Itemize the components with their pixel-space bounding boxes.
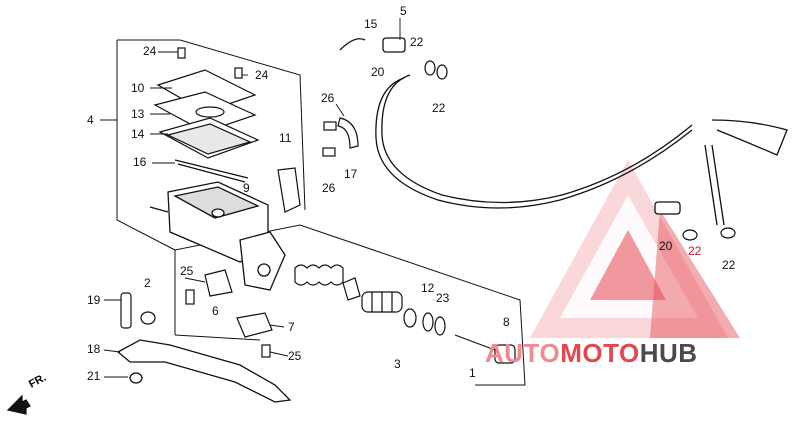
sealing-washers: [424, 60, 736, 241]
pivot-bolt: [120, 292, 156, 329]
watermark-logo: [530, 160, 740, 338]
brake-hose: [339, 37, 788, 226]
callout-22-b: 22: [432, 101, 446, 115]
callout-26-b: 26: [322, 181, 336, 195]
callout-17: 17: [344, 167, 358, 181]
switch-parts: [185, 269, 273, 358]
brake-lever: [116, 339, 292, 403]
callout-23: 23: [436, 291, 450, 305]
callout-5: 5: [400, 4, 407, 18]
callout-19: 19: [87, 293, 101, 307]
bracket-parts: [277, 117, 359, 213]
callout-3: 3: [394, 357, 401, 371]
callout-14: 14: [131, 127, 145, 141]
callout-18: 18: [87, 342, 101, 356]
callout-21: 21: [87, 369, 101, 383]
callout-1: 1: [469, 366, 476, 380]
callout-24-a: 24: [143, 44, 157, 58]
callout-15: 15: [364, 17, 378, 31]
callout-6: 6: [212, 304, 219, 318]
watermark-moto: MOTO: [560, 338, 640, 368]
callout-22-c: 22: [688, 244, 702, 258]
callout-20-a: 20: [371, 65, 385, 79]
callout-4: 4: [87, 113, 94, 127]
assembly-frame-4: [100, 39, 306, 251]
callout-26-a: 26: [321, 91, 335, 105]
callout-24-b: 24: [255, 68, 269, 82]
callout-20-b: 20: [659, 239, 673, 253]
callout-7: 7: [288, 320, 295, 334]
screw-24: [177, 47, 243, 79]
callout-22-d: 22: [722, 258, 736, 272]
reservoir-cap-stack: [153, 69, 260, 183]
callout-25-b: 25: [288, 349, 302, 363]
watermark-auto: AUTO: [485, 338, 561, 368]
master-cylinder-body: [149, 181, 286, 291]
callout-16: 16: [133, 155, 147, 169]
callout-11: 11: [279, 131, 292, 145]
leader-lines: [103, 18, 401, 378]
assembly-frame-3: [174, 224, 526, 386]
watermark-text: AUTOMOTOHUB: [485, 339, 698, 367]
piston-assembly: [294, 264, 516, 364]
callout-13: 13: [131, 107, 145, 121]
callout-2: 2: [144, 276, 151, 290]
callout-25-a: 25: [180, 264, 194, 278]
front-direction-arrow: [6, 394, 31, 415]
callout-12: 12: [421, 281, 435, 295]
callout-8: 8: [503, 315, 510, 329]
callout-10: 10: [131, 81, 145, 95]
watermark-hub: HUB: [639, 338, 698, 368]
callout-9: 9: [243, 181, 250, 195]
callout-22-a: 22: [410, 35, 424, 49]
